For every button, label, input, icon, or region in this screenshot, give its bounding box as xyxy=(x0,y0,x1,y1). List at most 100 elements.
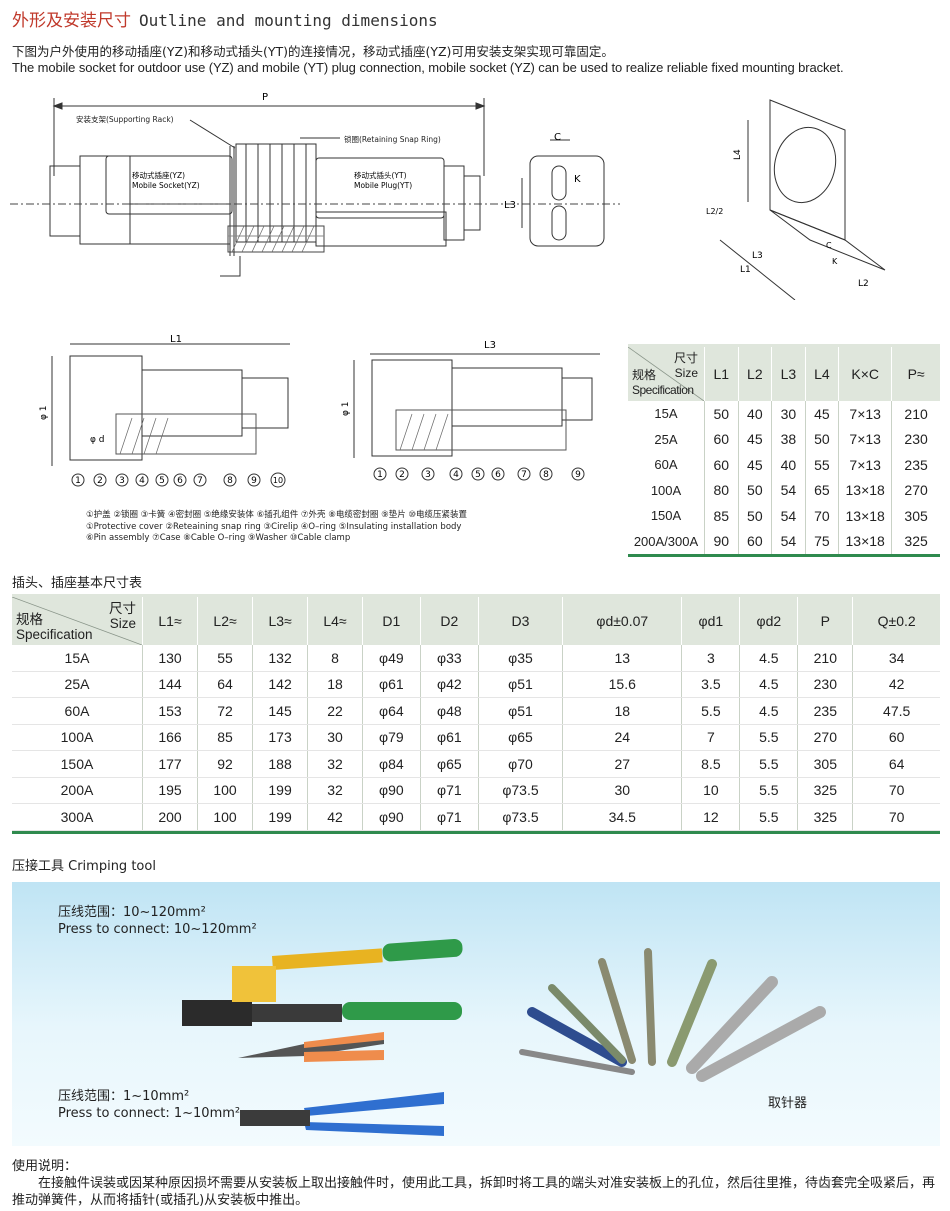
value-cell: 230 xyxy=(904,431,928,448)
value-cell: 210 xyxy=(904,405,928,422)
col-header: φd±0.07 xyxy=(562,597,683,645)
legend-cn: ①护盖 ②锁圈 ③卡簧 ④密封圈 ⑤绝缘安装体 ⑥插孔组件 ⑦外壳 ⑧电缆密封圈… xyxy=(86,510,468,520)
value-cell: 54 xyxy=(771,528,806,554)
value-cell: 188 xyxy=(252,750,309,778)
value-cell: 4.5 xyxy=(739,697,799,725)
col-header: D3 xyxy=(478,597,564,645)
value-cell: φ65 xyxy=(420,750,479,778)
value-cell: φ71 xyxy=(420,803,479,831)
value-cell: 7×13 xyxy=(838,426,893,452)
iso-l2half-label: L2/2 xyxy=(706,207,723,216)
spec-cell: 15A xyxy=(628,401,705,427)
value-cell: 305 xyxy=(904,507,928,524)
value-cell: 7×13 xyxy=(838,401,893,427)
value-cell: 85 xyxy=(197,724,254,751)
value-cell: 47.5 xyxy=(852,697,940,725)
value-cell: 166 xyxy=(142,724,199,751)
callout: 5 xyxy=(159,476,165,486)
value-cell: 70 xyxy=(852,777,940,804)
crimping-tool-panel: 压线范围：10~120mm² Press to connect: 10~120m… xyxy=(12,882,940,1146)
callout: 1 xyxy=(75,476,81,486)
phid-label: φ d xyxy=(90,435,105,445)
plug-label-cn: 移动式插头(YT) xyxy=(354,170,407,180)
col-header: L1≈ xyxy=(142,597,199,645)
value-cell: 144 xyxy=(142,671,199,698)
left-callouts: 1 2 3 4 5 6 7 8 9 10 xyxy=(71,472,286,488)
value-cell: 145 xyxy=(252,697,309,725)
value-cell: φ73.5 xyxy=(478,777,564,804)
value-cell: 60 xyxy=(738,528,773,554)
dim-k-label: K xyxy=(574,174,581,185)
right-l3-label: L3 xyxy=(484,340,496,351)
right-callouts: 1 2 3 4 5 6 7 8 9 xyxy=(373,467,585,481)
value-cell: 30 xyxy=(562,777,683,804)
value-cell: 72 xyxy=(197,697,254,725)
value-cell: 3 xyxy=(681,645,741,672)
col-header: P≈ xyxy=(907,366,925,382)
socket-label-en: Mobile Socket(YZ) xyxy=(132,181,200,190)
callout: 7 xyxy=(521,470,527,480)
value-cell: 45 xyxy=(805,401,840,427)
value-cell: 5.5 xyxy=(739,724,799,751)
value-cell: 32 xyxy=(307,750,363,778)
value-cell: 90 xyxy=(704,528,739,554)
dim-l3-label: L3 xyxy=(504,200,516,211)
callout: 4 xyxy=(139,476,145,486)
value-cell: 18 xyxy=(307,671,363,698)
range-small-cn: 压线范围：1~10mm² xyxy=(58,1089,190,1104)
hydraulic-crimper-image xyxy=(182,938,463,1026)
value-cell: φ65 xyxy=(478,724,564,751)
value-cell: φ48 xyxy=(420,697,479,725)
range-large: 压线范围：10~120mm² Press to connect: 10~120m… xyxy=(58,904,257,938)
callout: 10 xyxy=(273,476,283,485)
value-cell: 325 xyxy=(904,533,928,550)
usage-title: 使用说明： xyxy=(12,1159,78,1174)
big-corner-spec-cn: 规格 xyxy=(16,612,43,627)
component-legend: ①护盖 ②锁圈 ③卡簧 ④密封圈 ⑤绝缘安装体 ⑥插孔组件 ⑦外壳 ⑧电缆密封圈… xyxy=(86,510,467,545)
iso-l2-label: L2 xyxy=(858,279,869,289)
usage-text: 在接触件误装或因某种原因损坏需要从安装板上取出接触件时，使用此工具，拆卸时将工具… xyxy=(12,1176,936,1208)
value-cell: 42 xyxy=(307,803,363,831)
col-header: L4≈ xyxy=(307,597,363,645)
value-cell: φ90 xyxy=(362,803,421,831)
value-cell: 64 xyxy=(197,671,254,698)
value-cell: 34 xyxy=(852,645,940,672)
usage-notes: 使用说明： 在接触件误装或因某种原因损坏需要从安装板上取出接触件时，使用此工具，… xyxy=(12,1158,942,1209)
col-header: P xyxy=(797,597,854,645)
callout: 5 xyxy=(475,470,481,480)
value-cell: 45 xyxy=(738,426,773,452)
extractor-label: 取针器 xyxy=(768,1096,808,1111)
plug-label-en: Mobile Plug(YT) xyxy=(354,181,412,190)
value-cell: 13×18 xyxy=(838,503,893,529)
value-cell: 13×18 xyxy=(838,528,893,554)
range-small: 压线范围：1~10mm² Press to connect: 1~10mm² xyxy=(58,1088,240,1122)
value-cell: 325 xyxy=(797,803,854,831)
intro-en: The mobile socket for outdoor use (YZ) a… xyxy=(12,60,844,75)
value-cell: 27 xyxy=(562,750,683,778)
right-phi1-label: φ 1 xyxy=(341,401,351,416)
value-cell: 5.5 xyxy=(739,750,799,778)
value-cell: 10 xyxy=(681,777,741,804)
value-cell: 50 xyxy=(704,401,739,427)
callout: 1 xyxy=(377,470,383,480)
col-header: L2≈ xyxy=(197,597,254,645)
value-cell: 65 xyxy=(805,477,840,503)
value-cell: 153 xyxy=(142,697,199,725)
left-phi1-label: φ 1 xyxy=(39,405,49,420)
value-cell: φ33 xyxy=(420,645,479,672)
left-l1-label: L1 xyxy=(170,334,182,345)
spec-cell: 200A/300A xyxy=(628,528,705,554)
value-cell: 132 xyxy=(252,645,309,672)
crimping-title: 压接工具 Crimping tool xyxy=(12,859,156,874)
socket-section-drawing: L3 φ 1 1 2 3 4 5 6 7 8 9 xyxy=(341,340,600,481)
iso-l1-label: L1 xyxy=(740,265,751,275)
spec-cell: 15A xyxy=(12,645,143,672)
value-cell: 5.5 xyxy=(739,803,799,831)
value-cell: 30 xyxy=(307,724,363,751)
big-table-title: 插头、插座基本尺寸表 xyxy=(12,576,143,591)
